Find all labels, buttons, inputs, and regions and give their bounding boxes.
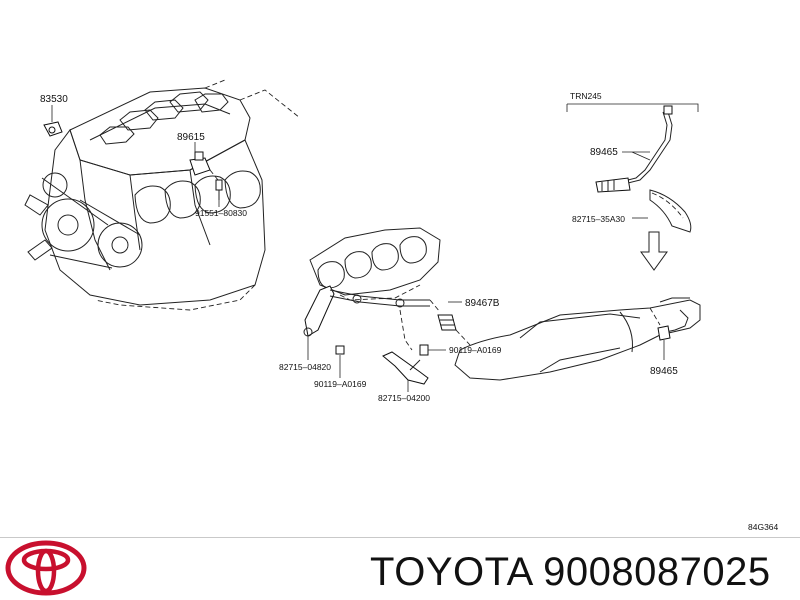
label-82715-04200: 82715–04200 xyxy=(378,393,430,403)
part-83530 xyxy=(43,105,63,137)
label-89465-bottom: 89465 xyxy=(650,366,678,377)
label-89467B: 89467B xyxy=(465,298,500,309)
label-90119-A0169-right: 90119–A0169 xyxy=(449,345,502,355)
label-89465-top: 89465 xyxy=(590,147,618,158)
part-89615 xyxy=(189,142,211,176)
label-trn245: TRN245 xyxy=(570,91,602,101)
figure-code: 84G364 xyxy=(748,522,779,532)
label-82715-35A30: 82715–35A30 xyxy=(572,214,625,224)
label-83530: 83530 xyxy=(40,94,68,105)
part-91551-80830 xyxy=(209,169,223,207)
exhaust-pipe-catalytic-converter xyxy=(454,297,701,381)
engine-illustration xyxy=(24,79,301,311)
brand-part-number: TOYOTA 9008087025 xyxy=(370,550,771,594)
trn245-inset xyxy=(566,103,699,271)
label-91551-80830: 91551–80830 xyxy=(195,208,247,218)
footer-divider xyxy=(0,537,800,538)
label-90119-A0169-left: 90119–A0169 xyxy=(314,379,367,389)
exhaust-manifold xyxy=(303,227,471,392)
toyota-logo-icon xyxy=(5,540,87,596)
label-89615: 89615 xyxy=(177,132,205,143)
label-82715-04820: 82715–04820 xyxy=(279,362,331,372)
